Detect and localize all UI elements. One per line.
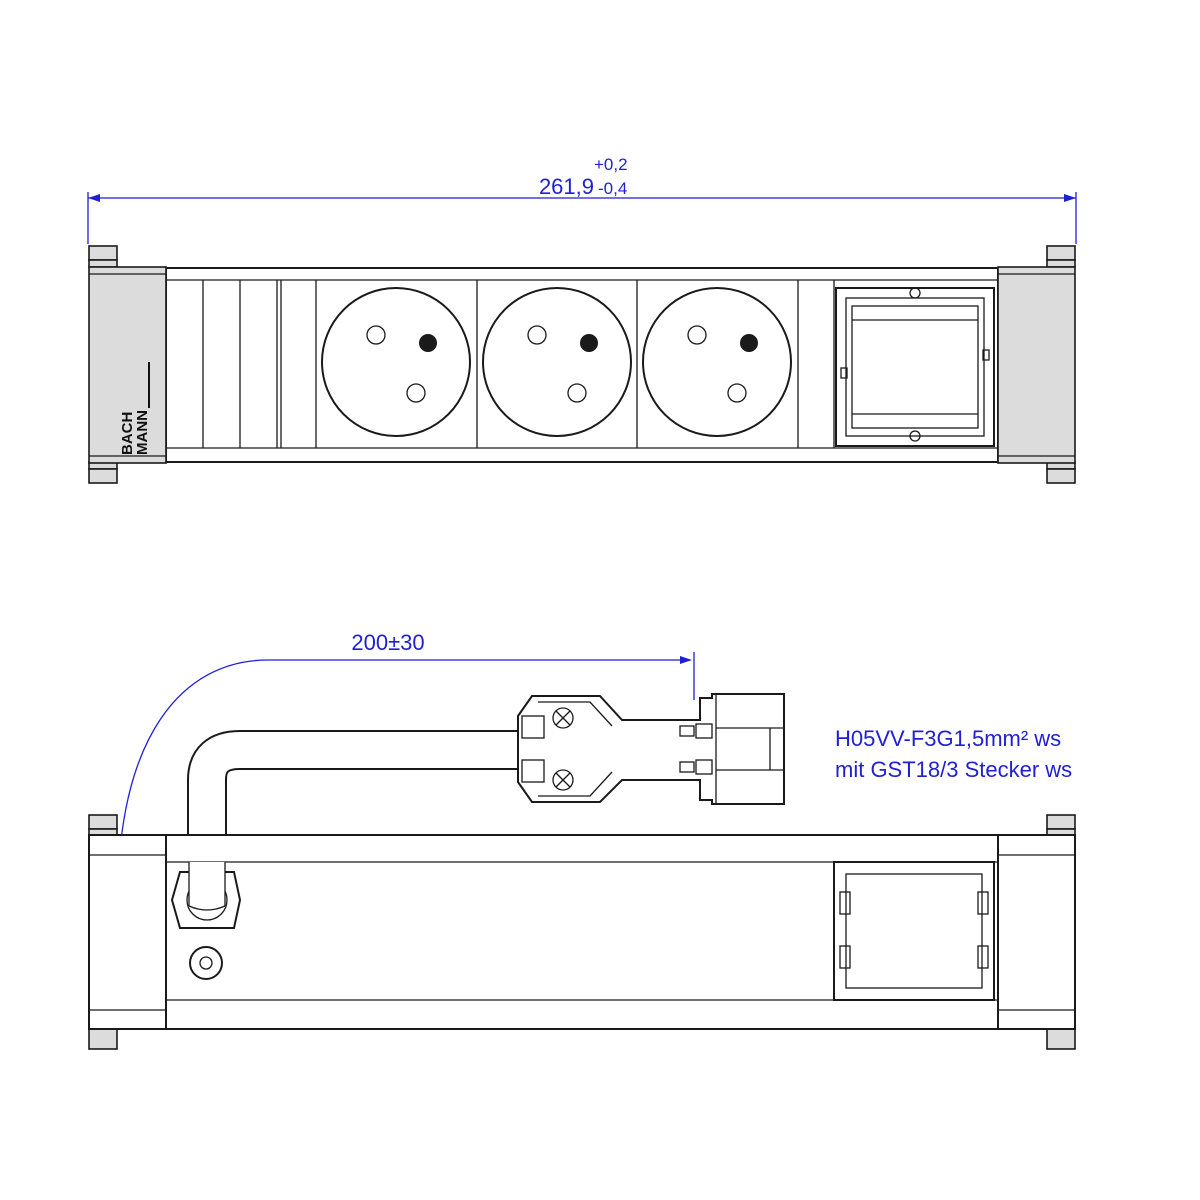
cable-spec-line1: H05VV-F3G1,5mm² ws xyxy=(835,726,1061,751)
overall-length-label: 261,9 xyxy=(539,174,594,199)
gst18-connector xyxy=(517,693,785,805)
brand-line2: MANN xyxy=(134,410,151,455)
right-end-cap xyxy=(997,266,1076,464)
tolerance-upper-label: +0,2 xyxy=(594,155,628,174)
tolerance-lower-label: -0,4 xyxy=(598,179,627,198)
data-module-frame-back xyxy=(833,861,995,1001)
left-end-cap-bottom xyxy=(88,834,167,1030)
right-end-cap-bottom xyxy=(997,834,1076,1030)
socket-2 xyxy=(482,287,632,437)
socket-3 xyxy=(642,287,792,437)
cable-spec-line2: mit GST18/3 Stecker ws xyxy=(835,757,1072,782)
cable-gland xyxy=(170,862,242,929)
power-cable xyxy=(187,730,520,905)
blank-modules xyxy=(202,280,835,448)
left-end-cap: BACH MANN xyxy=(88,266,167,464)
top-view: 261,9 +0,2 -0,4 BACH MANN xyxy=(87,155,1077,484)
data-module-frame xyxy=(835,287,995,447)
brand-logo: BACH MANN xyxy=(119,410,151,455)
cable-length-label: 200±30 xyxy=(351,630,424,655)
cable-spec: H05VV-F3G1,5mm² ws mit GST18/3 Stecker w… xyxy=(835,726,1072,782)
bottom-view: 200±30 H05VV-F3G1,5mm² ws mit GST18/3 St… xyxy=(88,630,1076,1050)
mounting-clips-top xyxy=(88,245,1076,484)
screw-hole xyxy=(189,946,223,980)
top-body xyxy=(165,267,999,463)
overall-dimension: 261,9 +0,2 -0,4 xyxy=(87,155,1077,244)
socket-1 xyxy=(321,287,471,437)
brand-line1: BACH xyxy=(119,412,136,455)
